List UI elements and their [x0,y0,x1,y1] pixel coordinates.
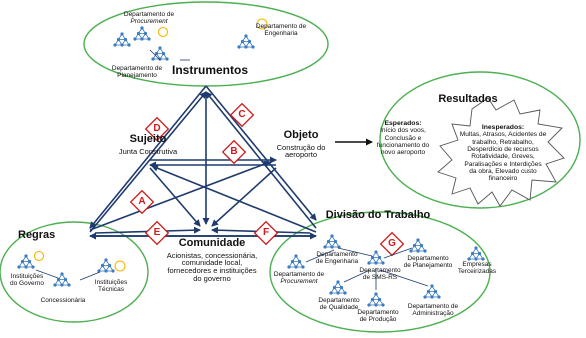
regras-item-governo: Instituições do Governo [10,273,44,287]
regras-item-tecnicas: Instituições Técnicas [94,279,128,293]
network-icon [16,250,45,270]
instrumentos-title: Instrumentos [171,63,248,77]
sujeito-node: Sujeito Junta Construtiva [118,133,178,156]
divisao-ellipse [269,211,491,333]
instr-dept-planejamento: Departamento de Planejamento [111,65,163,79]
regras-item-concessionaria: Concessionária [40,297,86,304]
objeto-node: Objeto Construção do aeroporto [276,129,326,160]
network-icon [408,237,428,254]
network-icon [52,271,72,288]
network-icon [328,279,348,296]
triangle-lines [89,85,317,240]
network-icon [366,249,386,266]
network-icon [322,233,342,250]
divisao-title: Divisão do Trabalho [325,209,431,221]
inesperados-block: Inesperados: Multas, Atrasos, Acidentes … [459,124,547,183]
regras-title: Regras [18,229,56,241]
resultados-title: Resultados [438,93,498,105]
network-icon [96,257,126,274]
esperados-block: Esperados: Início dos voos, Conclusão e … [376,120,430,157]
network-icon [236,18,268,50]
comunidade-node: Comunidade Acionistas, concessionária, c… [166,237,258,284]
network-icon [132,25,169,42]
network-icon [366,291,386,308]
instr-dept-procurement: Departamento de Procurement [123,11,175,25]
network-icon [286,253,306,270]
instr-dept-engenharia: Departamento de Engenharia [255,23,307,37]
inesperados-starburst [437,97,565,207]
network-icon [422,283,442,300]
network-icon [112,31,132,48]
resultados-ellipse [379,71,581,209]
regras-ellipse [0,221,149,323]
